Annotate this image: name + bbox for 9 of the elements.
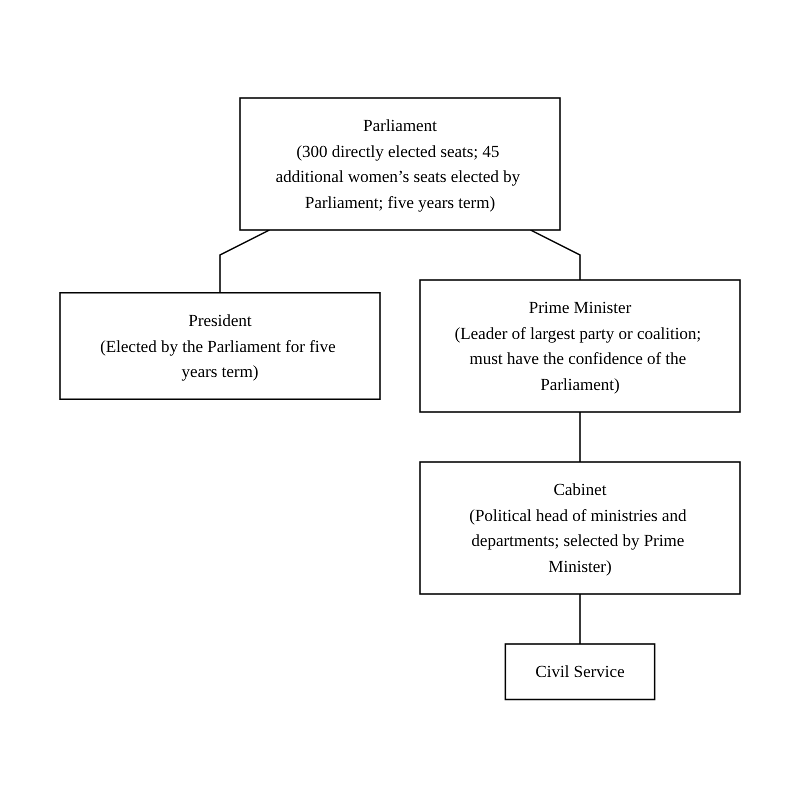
node-box: Prime Minister (Leader of largest party or coalition; must have the confidence of the Parliament)	[419, 279, 741, 412]
node-box: President (Elected by the Parliament for five years term)	[59, 292, 381, 400]
node-box: Civil Service	[504, 643, 656, 700]
connector	[219, 229, 270, 292]
connector	[530, 229, 581, 280]
node-box: Parliament (300 directly elected seats; 45 additional women’s seats elected by Parliament; five years term)	[239, 97, 561, 230]
node-box: Cabinet (Political head of ministries and departments; selected by Prime Minister)	[419, 461, 741, 594]
connector	[579, 412, 581, 462]
connector	[579, 594, 581, 644]
